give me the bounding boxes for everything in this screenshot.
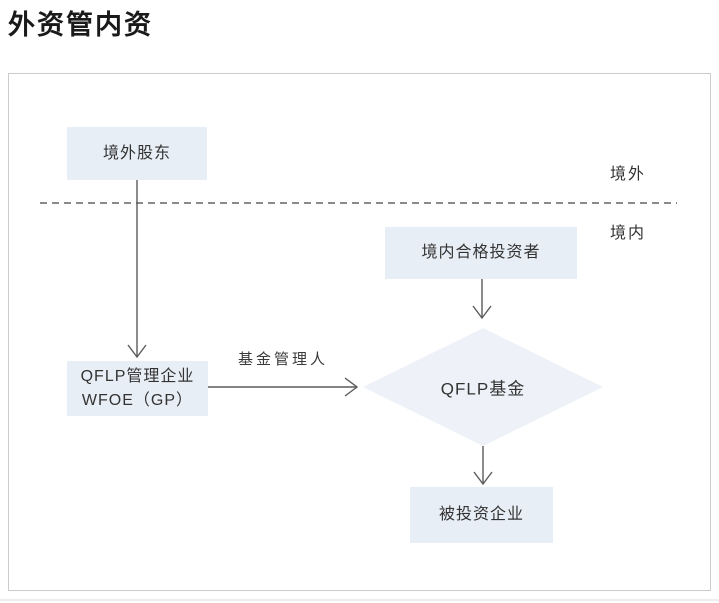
node-domestic-investor: 境内合格投资者: [385, 227, 577, 279]
node-qflp-manager: QFLP管理企业 WFOE（GP）: [67, 361, 208, 416]
node-investee-label: 被投资企业: [438, 506, 524, 524]
bottom-divider: [0, 599, 719, 601]
region-label-offshore: 境外: [609, 166, 646, 183]
node-domestic-investor-label: 境内合格投资者: [421, 244, 541, 262]
node-qflp-manager-line1: QFLP管理企业: [80, 368, 195, 386]
edge-label-fund-manager: 基金管理人: [237, 351, 328, 368]
page-title: 外资管内资: [8, 10, 153, 40]
node-foreign-shareholder: 境外股东: [67, 127, 207, 180]
node-qflp-fund-label: QFLP基金: [440, 379, 526, 399]
region-label-onshore: 境内: [609, 225, 646, 242]
node-foreign-shareholder-label: 境外股东: [102, 144, 171, 162]
node-qflp-manager-line2: WFOE（GP）: [81, 391, 194, 409]
node-investee: 被投资企业: [410, 487, 553, 543]
node-qflp-manager-label: QFLP管理企业 WFOE（GP）: [81, 365, 195, 411]
